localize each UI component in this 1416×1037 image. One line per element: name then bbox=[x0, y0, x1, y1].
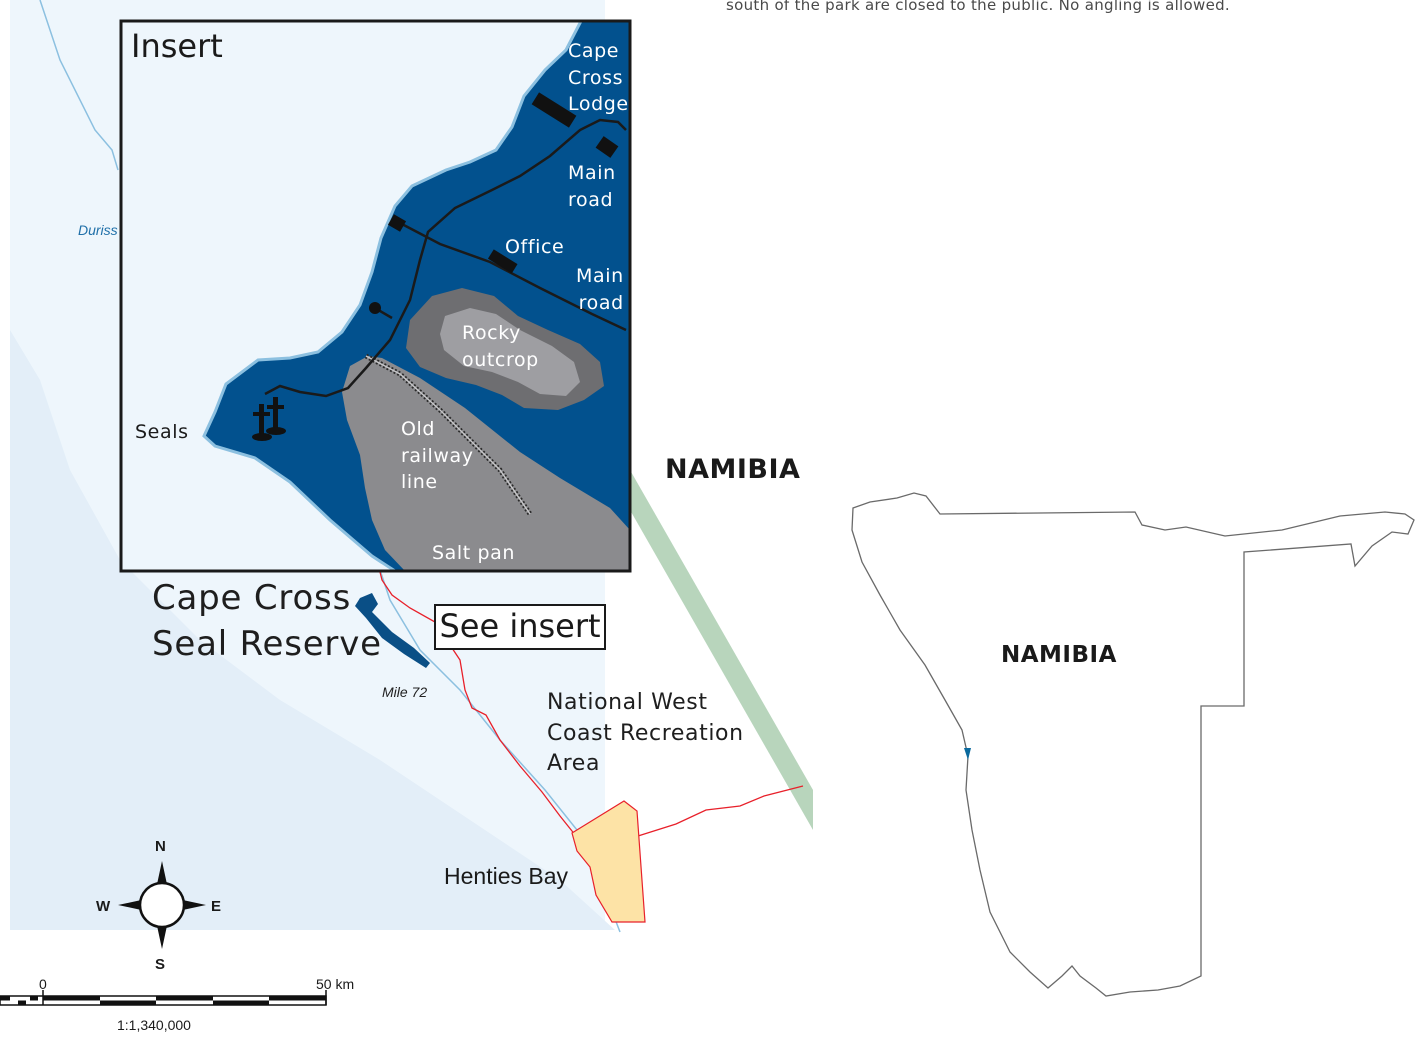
label-line: National West bbox=[547, 690, 708, 715]
label-line: Area bbox=[547, 751, 601, 776]
insert-title: Insert bbox=[131, 27, 223, 65]
label-mile-72: Mile 72 bbox=[382, 684, 428, 700]
label-old-railway-line: Old railway line bbox=[401, 416, 474, 496]
scale-start: 0 bbox=[39, 976, 47, 992]
label-main-road-1: Main road bbox=[568, 160, 616, 213]
label-office: Office bbox=[505, 236, 565, 258]
label-rocky-outcrop: Rocky outcrop bbox=[462, 320, 539, 373]
label-duriss: Duriss bbox=[78, 222, 118, 238]
label-line: road bbox=[578, 291, 624, 314]
label-line: line bbox=[401, 471, 438, 493]
salt-pan-area bbox=[342, 356, 630, 571]
namibia-outline bbox=[851, 492, 1415, 997]
compass-e: E bbox=[211, 898, 222, 915]
road-line-inland bbox=[637, 785, 804, 837]
compass-rose bbox=[118, 861, 206, 949]
coastal-shelf bbox=[10, 330, 615, 930]
building-right bbox=[595, 136, 619, 158]
label-line: railway bbox=[401, 444, 474, 467]
rocky-outcrop-inner bbox=[440, 308, 580, 396]
label-line: Rocky bbox=[462, 322, 521, 344]
label-line: road bbox=[568, 188, 614, 211]
insert-frame bbox=[119, 19, 632, 573]
label-line: Cape Cross bbox=[152, 578, 352, 618]
label-line: Lodge bbox=[568, 93, 629, 115]
scale-ratio: 1:1,340,000 bbox=[117, 1017, 191, 1033]
scale-end: 50 km bbox=[316, 976, 355, 992]
label-seals: Seals bbox=[135, 421, 189, 443]
label-line: Coast Recreation bbox=[547, 720, 744, 746]
office-building bbox=[487, 249, 518, 274]
lodge-building bbox=[531, 92, 577, 128]
label-cape-cross-lodge: Cape Cross Lodge bbox=[568, 38, 629, 118]
label-line: Old bbox=[401, 418, 436, 440]
locator-reserve-marker bbox=[964, 748, 971, 760]
label-recreation-area: National West Coast Recreation Area bbox=[547, 688, 744, 780]
insert-road-branch bbox=[397, 220, 627, 332]
road-line-coastal bbox=[379, 571, 577, 837]
access-note: south of the park are closed to the publ… bbox=[726, 0, 1230, 14]
label-namibia-main: NAMIBIA bbox=[665, 454, 801, 485]
henties-bay-area bbox=[571, 800, 646, 923]
label-line: Cross bbox=[568, 66, 624, 89]
label-salt-pan: Salt pan bbox=[432, 542, 516, 564]
inset-extension-band bbox=[630, 470, 813, 830]
label-main-road-2: Main road bbox=[576, 263, 624, 316]
viewpoint-dot bbox=[369, 302, 381, 314]
compass-n: N bbox=[155, 838, 166, 855]
padrao-icon bbox=[252, 397, 286, 441]
label-line: Seal Reserve bbox=[152, 624, 382, 664]
compass-w: W bbox=[96, 898, 111, 915]
label-namibia-locator: NAMIBIA bbox=[1001, 642, 1117, 668]
seal-reserve-shape bbox=[355, 593, 430, 668]
label-line: Main bbox=[576, 265, 624, 287]
scale-bar bbox=[0, 990, 327, 1006]
label-henties-bay: Henties Bay bbox=[444, 863, 569, 889]
label-line: Cape bbox=[568, 40, 620, 62]
label-line: Main bbox=[568, 162, 616, 184]
building-left bbox=[387, 214, 407, 232]
insert-road-main bbox=[264, 118, 627, 398]
old-railway-center bbox=[365, 355, 531, 515]
label-seal-reserve: Cape Cross Seal Reserve bbox=[152, 575, 382, 667]
insert-ocean bbox=[202, 19, 632, 573]
label-line: outcrop bbox=[462, 348, 539, 371]
compass-s: S bbox=[155, 956, 166, 973]
see-insert-box: See insert bbox=[434, 604, 606, 650]
